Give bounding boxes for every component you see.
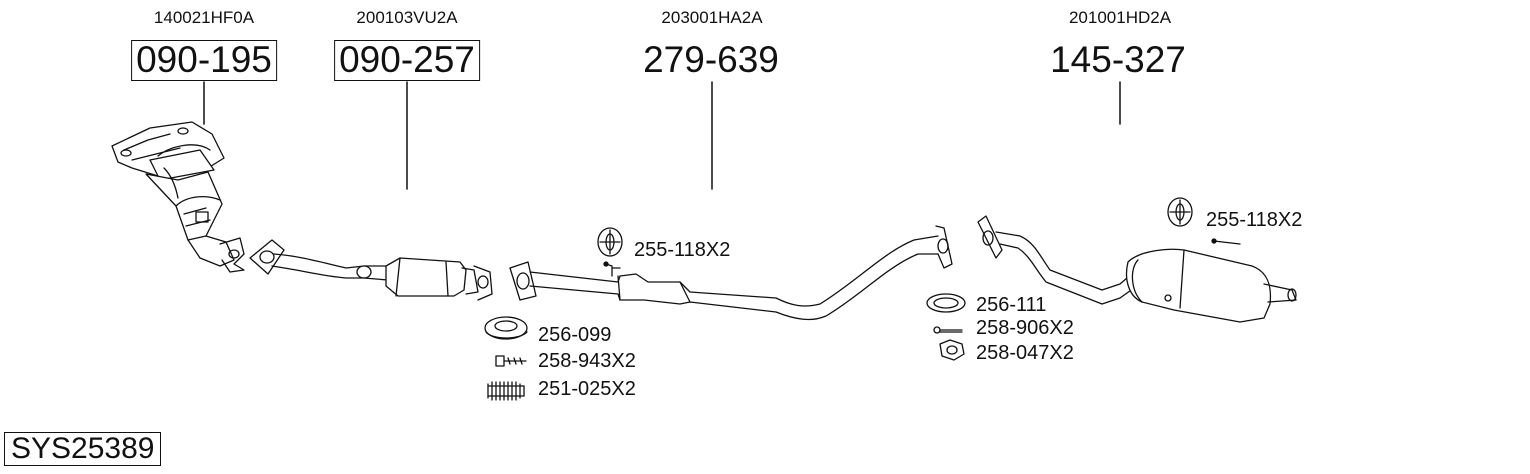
part-number-rear-muffler[interactable]: 145-327 — [1050, 39, 1186, 80]
part-number-manifold[interactable]: 090-195 — [131, 40, 277, 81]
manifold-part[interactable] — [111, 121, 245, 273]
label-flat-gasket[interactable]: 256-111 — [976, 294, 1047, 316]
rubber-hanger-icon[interactable] — [597, 227, 623, 257]
oem-number-middle-pipe: 203001HA2A — [661, 8, 763, 27]
flat-gasket-icon[interactable] — [926, 293, 966, 313]
bolt-icon[interactable] — [495, 355, 527, 367]
system-id: SYS25389 — [4, 432, 162, 466]
label-hanger-middle[interactable]: 255-118X2 — [634, 239, 731, 261]
nut-icon[interactable] — [939, 339, 965, 361]
middle-pipe-part[interactable] — [509, 225, 953, 321]
bolt-icon[interactable] — [933, 326, 963, 334]
rubber-hanger-icon[interactable] — [1167, 197, 1193, 227]
part-number-front-pipe[interactable]: 090-257 — [334, 40, 480, 81]
leader-lines — [203, 81, 1121, 190]
label-nut[interactable]: 258-047X2 — [976, 342, 1074, 364]
rear-muffler-part[interactable] — [977, 215, 1297, 323]
oem-number-manifold: 140021HF0A — [153, 8, 255, 27]
label-spring[interactable]: 251-025X2 — [538, 378, 636, 400]
oem-number-rear-muffler: 201001HD2A — [1068, 8, 1172, 27]
label-hanger-rear[interactable]: 255-118X2 — [1206, 209, 1303, 231]
spring-icon[interactable] — [487, 381, 525, 401]
oem-number-front-pipe: 200103VU2A — [356, 8, 458, 27]
front-pipe-part[interactable] — [249, 239, 493, 301]
gasket-ring-icon[interactable] — [484, 316, 528, 340]
label-bolt-rear[interactable]: 258-906X2 — [976, 317, 1074, 339]
part-number-middle-pipe[interactable]: 279-639 — [643, 39, 779, 80]
label-bolt-front[interactable]: 258-943X2 — [538, 350, 636, 372]
label-gasket-ring[interactable]: 256-099 — [538, 324, 612, 346]
